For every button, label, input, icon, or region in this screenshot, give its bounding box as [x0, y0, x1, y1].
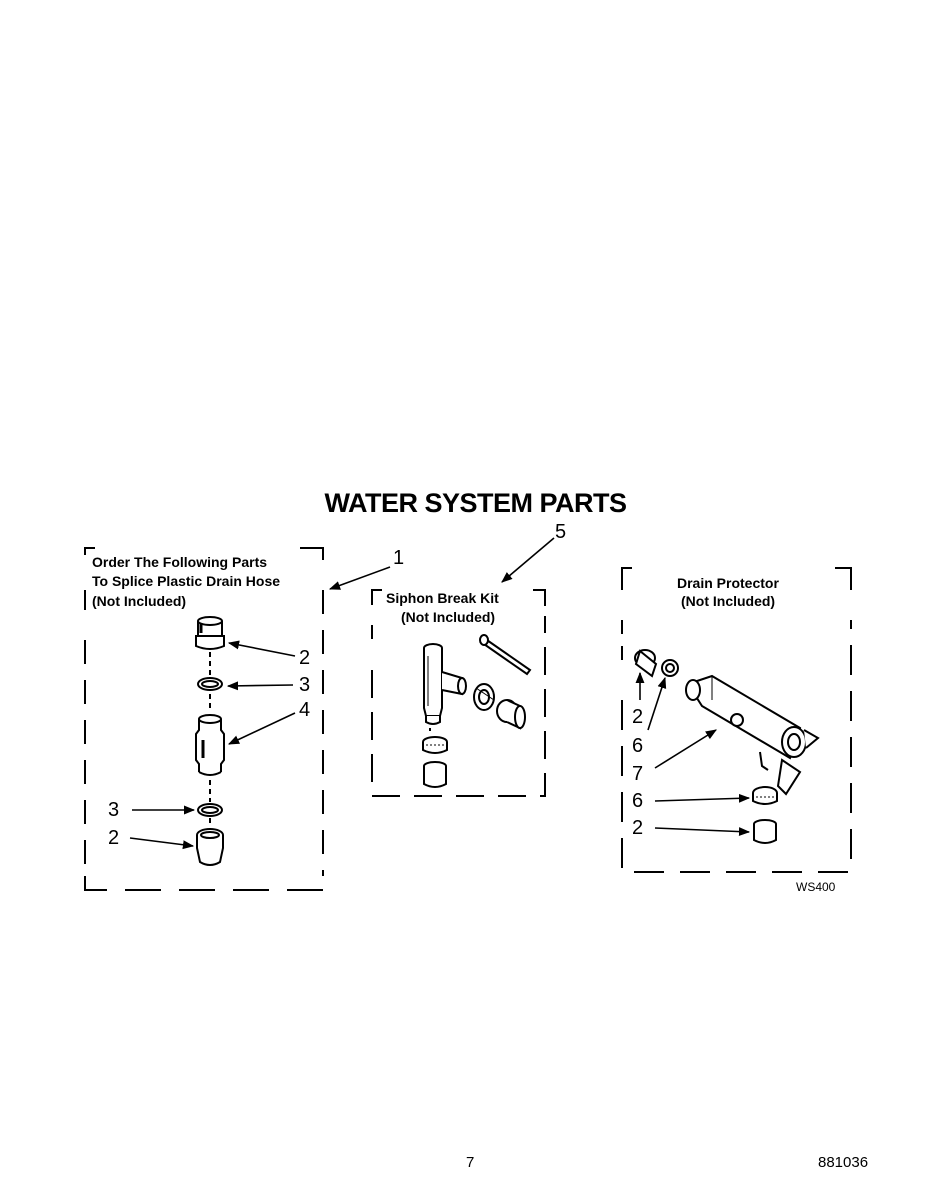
drain-protector-leaders	[635, 671, 751, 837]
splice-parts	[195, 616, 225, 866]
callout-1: 1	[393, 547, 405, 569]
clamp-bottom	[197, 803, 223, 817]
siphon-nut	[473, 683, 495, 711]
page-number: 7	[466, 1154, 475, 1171]
callout-splice-3-bottom: 3	[108, 799, 120, 821]
callout-dp-2-top: 2	[632, 706, 644, 728]
callout-dp-6-top: 6	[632, 735, 644, 757]
callout-splice-2-top: 2	[299, 647, 311, 669]
callout-5: 5	[555, 521, 567, 543]
splice-leaders	[129, 537, 555, 850]
siphon-title-line1: Siphon Break Kit	[386, 590, 499, 606]
dp-cap-top	[634, 649, 658, 678]
siphon-cap	[423, 761, 447, 788]
siphon-fitting	[496, 699, 526, 730]
siphon-ring	[422, 736, 448, 754]
dp-body	[685, 674, 820, 796]
connector-top	[195, 616, 225, 650]
splice-title-line3: (Not Included)	[92, 593, 187, 609]
siphon-rod	[479, 634, 532, 676]
page-title: WATER SYSTEM PARTS	[324, 488, 627, 518]
splice-kit-frame	[84, 547, 324, 891]
drain-protector-parts	[634, 649, 820, 844]
callout-splice-2-bottom: 2	[108, 827, 120, 849]
splice-tube	[195, 714, 225, 776]
dp-cap-bottom	[753, 819, 777, 844]
siphon-kit-frame	[371, 589, 546, 797]
callout-splice-3-top: 3	[299, 674, 311, 696]
drain-protector-frame	[621, 567, 852, 873]
document-number: 881036	[818, 1154, 869, 1171]
dp-washer-top	[661, 659, 679, 677]
siphon-parts	[422, 634, 532, 788]
splice-title-line2: To Splice Plastic Drain Hose	[92, 573, 281, 589]
callout-splice-4: 4	[299, 699, 311, 721]
callout-dp-2-bottom: 2	[632, 817, 644, 839]
drain-title-line1: Drain Protector	[677, 575, 779, 591]
diagram-code: WS400	[796, 880, 836, 894]
siphon-tee	[423, 643, 467, 725]
clamp-top	[197, 677, 223, 691]
splice-title-line1: Order The Following Parts	[92, 554, 268, 570]
connector-bottom	[196, 828, 224, 866]
dp-ring-bottom	[752, 786, 778, 805]
siphon-title-line2: (Not Included)	[401, 609, 496, 625]
callout-dp-6-bottom: 6	[632, 790, 644, 812]
callout-dp-7: 7	[632, 763, 644, 785]
drain-title-line2: (Not Included)	[681, 593, 776, 609]
